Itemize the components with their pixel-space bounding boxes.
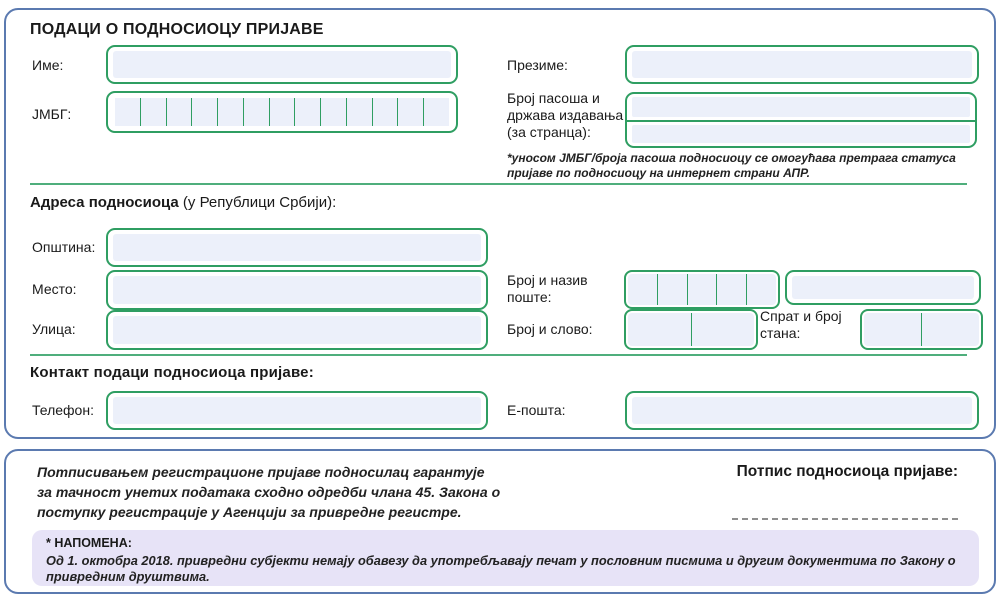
municipality-input[interactable]	[106, 228, 488, 267]
post-number-name-label: Број и назив поште:	[507, 272, 588, 305]
phone-label: Телефон:	[32, 402, 94, 418]
passport-input-row2[interactable]	[627, 120, 975, 146]
email-input[interactable]	[625, 391, 979, 430]
passport-row2-fill	[632, 125, 970, 143]
surname-input-fill	[632, 51, 972, 78]
passport-input-row1[interactable]	[627, 94, 975, 120]
signature-line[interactable]	[732, 518, 958, 520]
jmbg-cells	[115, 98, 449, 126]
floor-apartment-input[interactable]	[860, 309, 983, 350]
passport-label: Број пасоша и држава издавања (за странц…	[507, 90, 624, 140]
jmbg-input[interactable]	[106, 91, 458, 133]
place-input[interactable]	[106, 270, 488, 310]
surname-label: Презиме:	[507, 57, 568, 73]
napomena-box: * НАПОМЕНА: Од 1. октобра 2018. привредн…	[32, 530, 979, 586]
passport-row1-fill	[632, 97, 970, 117]
number-letter-label: Број и слово:	[507, 321, 593, 337]
post-number-input[interactable]	[624, 270, 780, 309]
phone-input-fill	[113, 397, 481, 424]
name-label: Име:	[32, 57, 64, 73]
street-label: Улица:	[32, 321, 76, 337]
signature-card: Потписивањем регистрационе пријаве подно…	[4, 449, 996, 594]
municipality-label: Општина:	[32, 239, 96, 255]
jmbg-label: ЈМБГ:	[32, 106, 72, 122]
address-title-rest: (у Републици Србији):	[178, 194, 337, 211]
floor-apartment-label: Спрат и број стана:	[760, 308, 842, 341]
jmbg-passport-note: *уносом ЈМБГ/броја пасоша подносиоцу се …	[507, 151, 956, 180]
section-title-address: Адреса подносиоца (у Републици Србији):	[30, 194, 336, 211]
post-name-input-fill	[792, 276, 974, 299]
name-input[interactable]	[106, 45, 458, 84]
phone-input[interactable]	[106, 391, 488, 430]
section-divider-1	[30, 183, 967, 185]
passport-input[interactable]	[625, 92, 977, 148]
address-title-bold: Адреса подносиоца	[30, 194, 179, 211]
section-divider-2	[30, 354, 967, 356]
email-label: Е-пошта:	[507, 402, 566, 418]
number-letter-input[interactable]	[624, 309, 758, 350]
signature-statement: Потписивањем регистрационе пријаве подно…	[37, 464, 501, 520]
email-input-fill	[632, 397, 972, 424]
place-label: Место:	[32, 281, 77, 297]
applicant-form-card: ПОДАЦИ О ПОДНОСИОЦУ ПРИЈАВЕ Име: Презиме…	[4, 8, 996, 439]
name-input-fill	[113, 51, 451, 78]
napomena-text: Од 1. октобра 2018. привредни субјекти н…	[46, 553, 956, 584]
section-title-applicant: ПОДАЦИ О ПОДНОСИОЦУ ПРИЈАВЕ	[30, 21, 324, 38]
place-input-fill	[113, 276, 481, 304]
section-title-contact: Контакт подаци подносиоца пријаве:	[30, 364, 314, 381]
surname-input[interactable]	[625, 45, 979, 84]
municipality-input-fill	[113, 234, 481, 261]
post-name-input[interactable]	[785, 270, 981, 305]
napomena-title: * НАПОМЕНА:	[46, 536, 132, 550]
street-input[interactable]	[106, 310, 488, 350]
street-input-fill	[113, 316, 481, 344]
signature-label: Потпис подносиоца пријаве:	[736, 463, 958, 480]
